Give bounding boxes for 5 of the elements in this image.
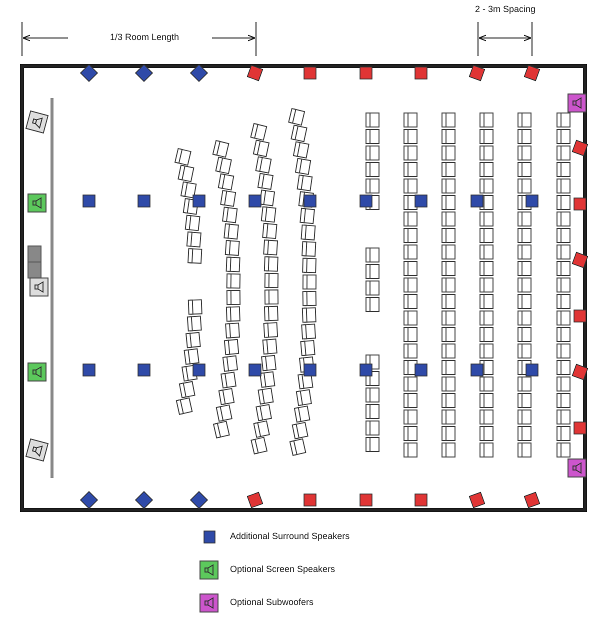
legend-label: Optional Screen Speakers [230,564,336,574]
dimension-label: 1/3 Room Length [110,32,180,42]
legend-label: Additional Surround Speakers [230,531,350,541]
legend-label: Optional Subwoofers [230,597,314,607]
dimension-label: 2 - 3m Spacing [475,4,536,14]
